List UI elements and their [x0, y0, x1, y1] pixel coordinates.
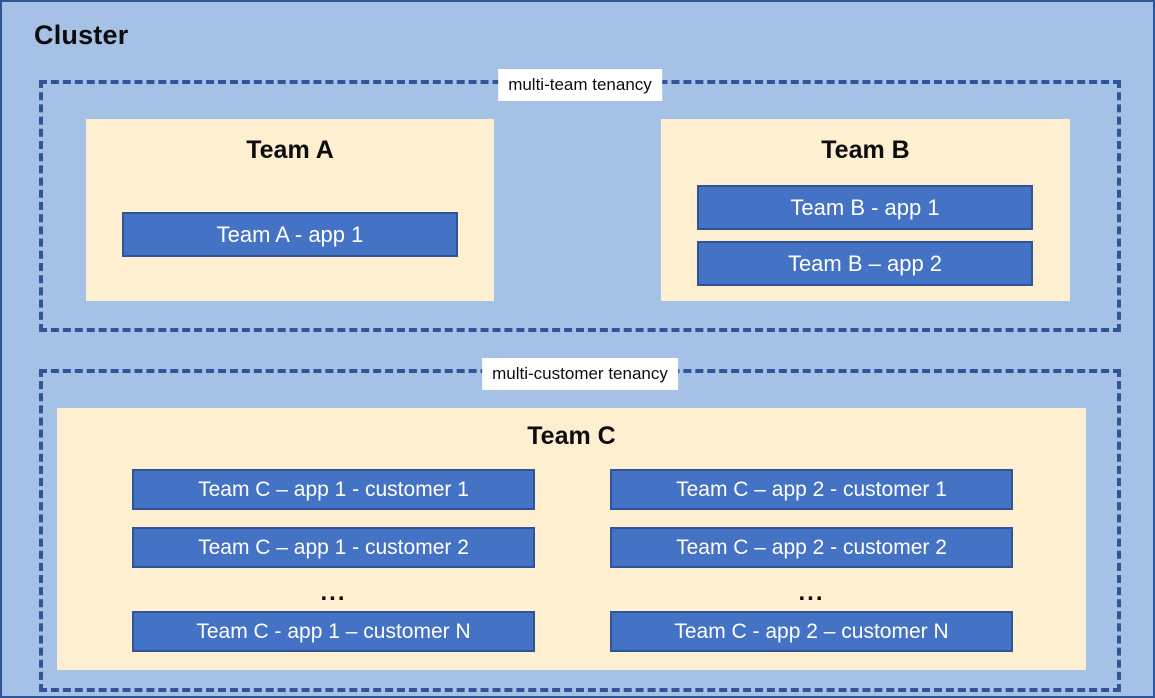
ellipsis-team-c-app-2: ... — [798, 579, 825, 606]
app-box-team-c-app-2-customer-n[interactable]: Team C - app 2 – customer N — [610, 611, 1013, 652]
tenancy-group-multi-team: multi-team tenancy — [39, 69, 1121, 332]
app-box-team-b-app-2[interactable]: Team B – app 2 — [697, 241, 1033, 286]
app-box-team-b-app-1[interactable]: Team B - app 1 — [697, 185, 1033, 230]
team-title-team-a: Team A — [246, 136, 334, 164]
tenancy-group-label-multi-customer: multi-customer tenancy — [482, 358, 678, 390]
app-box-team-a-app-1[interactable]: Team A - app 1 — [122, 212, 458, 257]
app-box-team-c-app-2-customer-2[interactable]: Team C – app 2 - customer 2 — [610, 527, 1013, 568]
cluster-title: Cluster — [34, 20, 129, 50]
team-box-team-b: Team B Team B - app 1 Team B – app 2 — [661, 119, 1070, 301]
team-box-team-a: Team A Team A - app 1 — [86, 119, 494, 301]
app-box-team-c-app-1-customer-1[interactable]: Team C – app 1 - customer 1 — [132, 469, 535, 510]
team-title-team-b: Team B — [821, 136, 910, 164]
app-box-team-c-app-2-customer-1[interactable]: Team C – app 2 - customer 1 — [610, 469, 1013, 510]
app-box-team-c-app-1-customer-n[interactable]: Team C - app 1 – customer N — [132, 611, 535, 652]
team-box-team-c: Team C Team C – app 1 - customer 1 Team … — [57, 408, 1086, 670]
tenancy-group-multi-customer: multi-customer tenancy — [39, 358, 1121, 692]
ellipsis-team-c-app-1: ... — [320, 579, 347, 606]
app-box-team-c-app-1-customer-2[interactable]: Team C – app 1 - customer 2 — [132, 527, 535, 568]
tenancy-group-label-multi-team: multi-team tenancy — [498, 69, 662, 101]
team-title-team-c: Team C — [527, 422, 616, 450]
